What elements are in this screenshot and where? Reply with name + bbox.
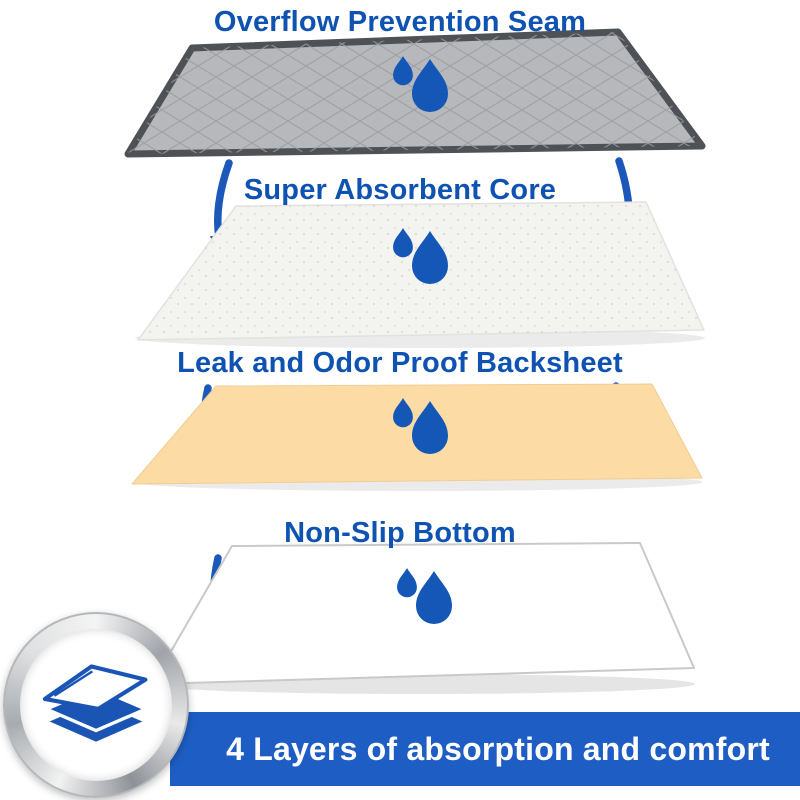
overflow-seam-pad (124, 28, 706, 158)
layer-title: Leak and Odor Proof Backsheet (177, 347, 623, 379)
layer-title: Super Absorbent Core (243, 174, 557, 206)
backsheet-pad (131, 383, 703, 491)
layers-badge (3, 612, 189, 798)
layer-title: Non-Slip Bottom (284, 517, 516, 549)
bottom-banner: 4 Layers of absorption and comfort (170, 712, 800, 786)
layers-badge-inner (20, 629, 172, 781)
layer-title: Overflow Prevention Seam (213, 6, 587, 38)
banner-text: 4 Layers of absorption and comfort (226, 730, 770, 767)
non-slip-pad (145, 542, 695, 694)
layered-sheets-icon (42, 664, 150, 745)
absorbent-core-pad (135, 201, 705, 348)
